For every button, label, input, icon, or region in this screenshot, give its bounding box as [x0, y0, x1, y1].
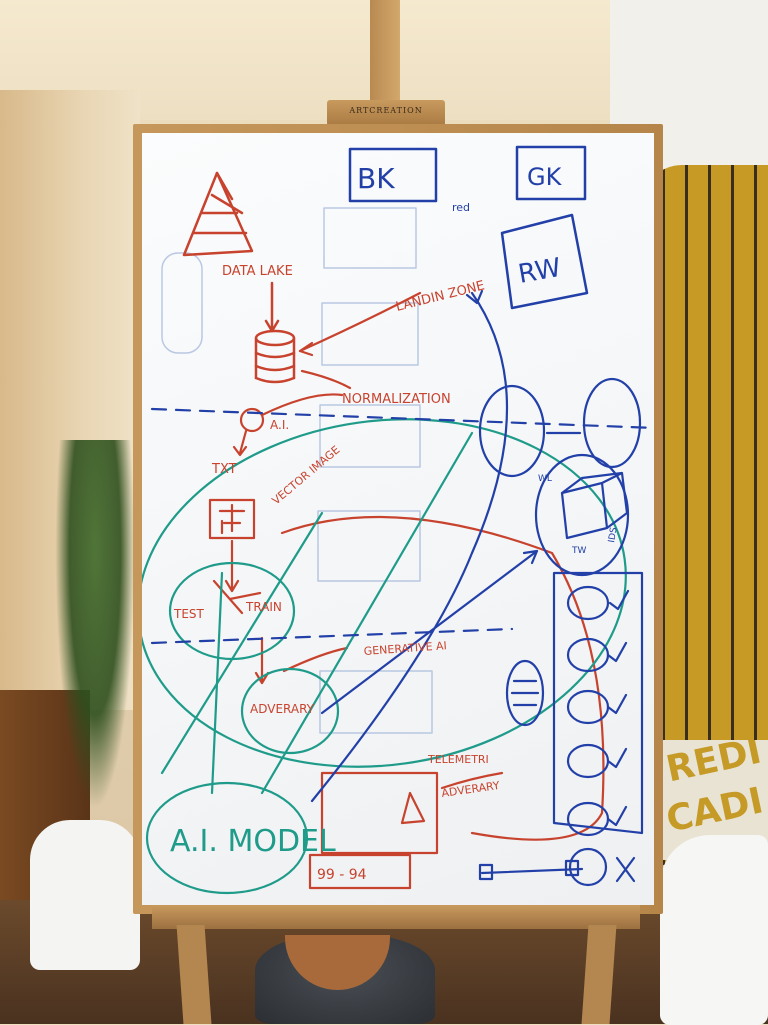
poster-line-2: CADI: [662, 780, 767, 841]
red-arrows: [208, 291, 605, 890]
blue-strokes: [150, 289, 654, 887]
database-icon: [254, 281, 296, 384]
telemetri-label: TELEMETRI: [427, 753, 489, 766]
small-note: red: [452, 201, 470, 214]
test-label: TEST: [173, 607, 205, 621]
adverary-label: ADVERARY: [250, 702, 315, 716]
ai-label: A.I.: [270, 418, 289, 432]
pyramid-icon: [182, 171, 254, 257]
box-bk-label: BK: [357, 162, 395, 195]
ai-model-label: A.I. MODEL: [170, 824, 336, 859]
adverary-2-label: ADVERARY: [441, 779, 501, 800]
data-lake-label: DATA LAKE: [222, 264, 293, 279]
ids-label: IDS: [607, 526, 620, 543]
txt-label: TXT: [211, 462, 237, 477]
range-label: 99 - 94: [317, 867, 367, 883]
landing-zone-label: LANDIN ZONE: [394, 278, 486, 315]
box-rw-label: RW: [516, 253, 563, 290]
box-gk-label: GK: [527, 163, 563, 191]
erased-boxes: [161, 207, 433, 734]
whiteboard-drawing: BK GK red RW DATA LAKE LANDIN ZONE NORMA…: [142, 145, 654, 895]
train-label: TRAIN: [245, 600, 282, 614]
whiteboard-surface: [142, 133, 654, 905]
clamp-brand-text: ARTCREATION: [349, 106, 423, 115]
right-chair: [660, 835, 768, 1025]
normalization-label: NORMALIZATION: [342, 392, 451, 407]
tw-label: TW: [571, 546, 586, 556]
easel-clamp: ARTCREATION: [327, 100, 445, 126]
vector-image-label: VECTOR IMAGE: [270, 443, 343, 507]
plant: [55, 440, 135, 810]
easel-tray: [152, 905, 640, 929]
teal-loops: [142, 418, 627, 895]
top-boxes: [348, 145, 589, 310]
easel-mast: [370, 0, 400, 110]
left-chair: [30, 820, 140, 970]
generative-ai-label: GENERATIVE AI: [363, 639, 447, 658]
wl-label: WL: [538, 474, 552, 484]
